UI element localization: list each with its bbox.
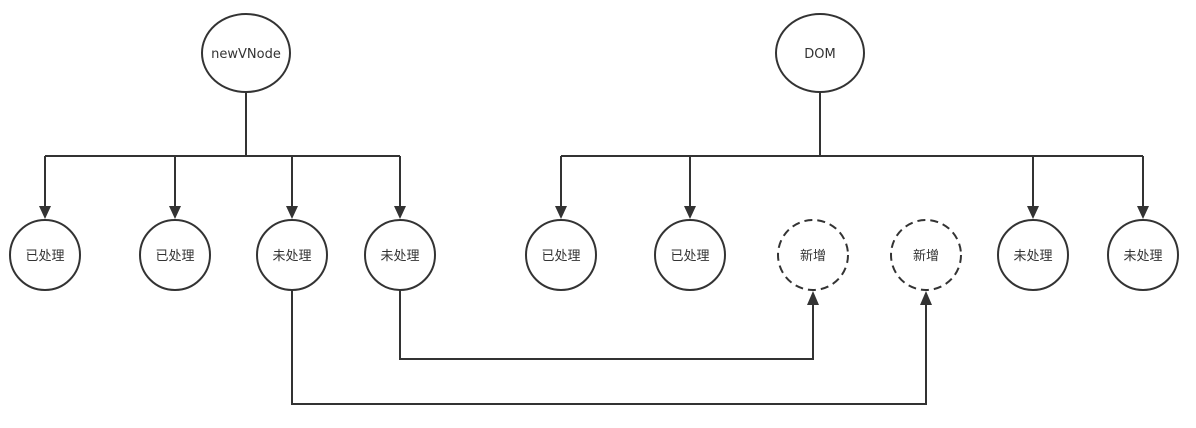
node-r4-new[interactable]: 新增 [890, 219, 962, 291]
node-label: 未处理 [1123, 249, 1162, 264]
arrow-r6 [1137, 206, 1149, 219]
edge-l3-r4 [291, 290, 927, 405]
node-r6[interactable]: 未处理 [1107, 219, 1179, 291]
left-tree-connectors [39, 92, 406, 219]
arrow-r2 [684, 206, 696, 219]
arrow-r5 [1027, 206, 1039, 219]
node-label: 未处理 [1013, 249, 1052, 264]
node-r3-new[interactable]: 新增 [777, 219, 849, 291]
node-r5[interactable]: 未处理 [997, 219, 1069, 291]
arrow-r1 [555, 206, 567, 219]
node-label: 已处理 [25, 249, 64, 264]
node-label: 新增 [913, 248, 939, 264]
node-shape [775, 13, 865, 93]
node-shape [525, 219, 597, 291]
node-shape [139, 219, 211, 291]
node-shape [201, 13, 291, 93]
arrow-r4 [920, 291, 932, 305]
root-node-newvnode[interactable]: newVNode [201, 13, 291, 93]
node-shape [654, 219, 726, 291]
node-label: 已处理 [670, 249, 709, 264]
node-r2[interactable]: 已处理 [654, 219, 726, 291]
arrow-l2 [169, 206, 181, 219]
node-l1[interactable]: 已处理 [9, 219, 81, 291]
node-label: DOM [804, 47, 835, 62]
node-label: 已处理 [155, 249, 194, 264]
node-label: 已处理 [541, 249, 580, 264]
node-label: 新增 [800, 248, 826, 264]
node-shape [256, 219, 328, 291]
node-l3[interactable]: 未处理 [256, 219, 328, 291]
node-label: 未处理 [380, 249, 419, 264]
node-shape-dashed [777, 219, 849, 291]
right-tree-connectors [555, 92, 1149, 219]
arrow-r3 [807, 291, 819, 305]
node-shape [364, 219, 436, 291]
arrow-l1 [39, 206, 51, 219]
node-shape [9, 219, 81, 291]
node-r1[interactable]: 已处理 [525, 219, 597, 291]
arrow-l3 [286, 206, 298, 219]
node-label: newVNode [211, 47, 281, 62]
node-l2[interactable]: 已处理 [139, 219, 211, 291]
node-shape [1107, 219, 1179, 291]
cross-connectors [291, 290, 932, 405]
node-label: 未处理 [272, 249, 311, 264]
node-shape [997, 219, 1069, 291]
node-shape-dashed [890, 219, 962, 291]
root-node-dom[interactable]: DOM [775, 13, 865, 93]
arrow-l4 [394, 206, 406, 219]
node-l4[interactable]: 未处理 [364, 219, 436, 291]
edge-l4-r3 [399, 290, 814, 360]
